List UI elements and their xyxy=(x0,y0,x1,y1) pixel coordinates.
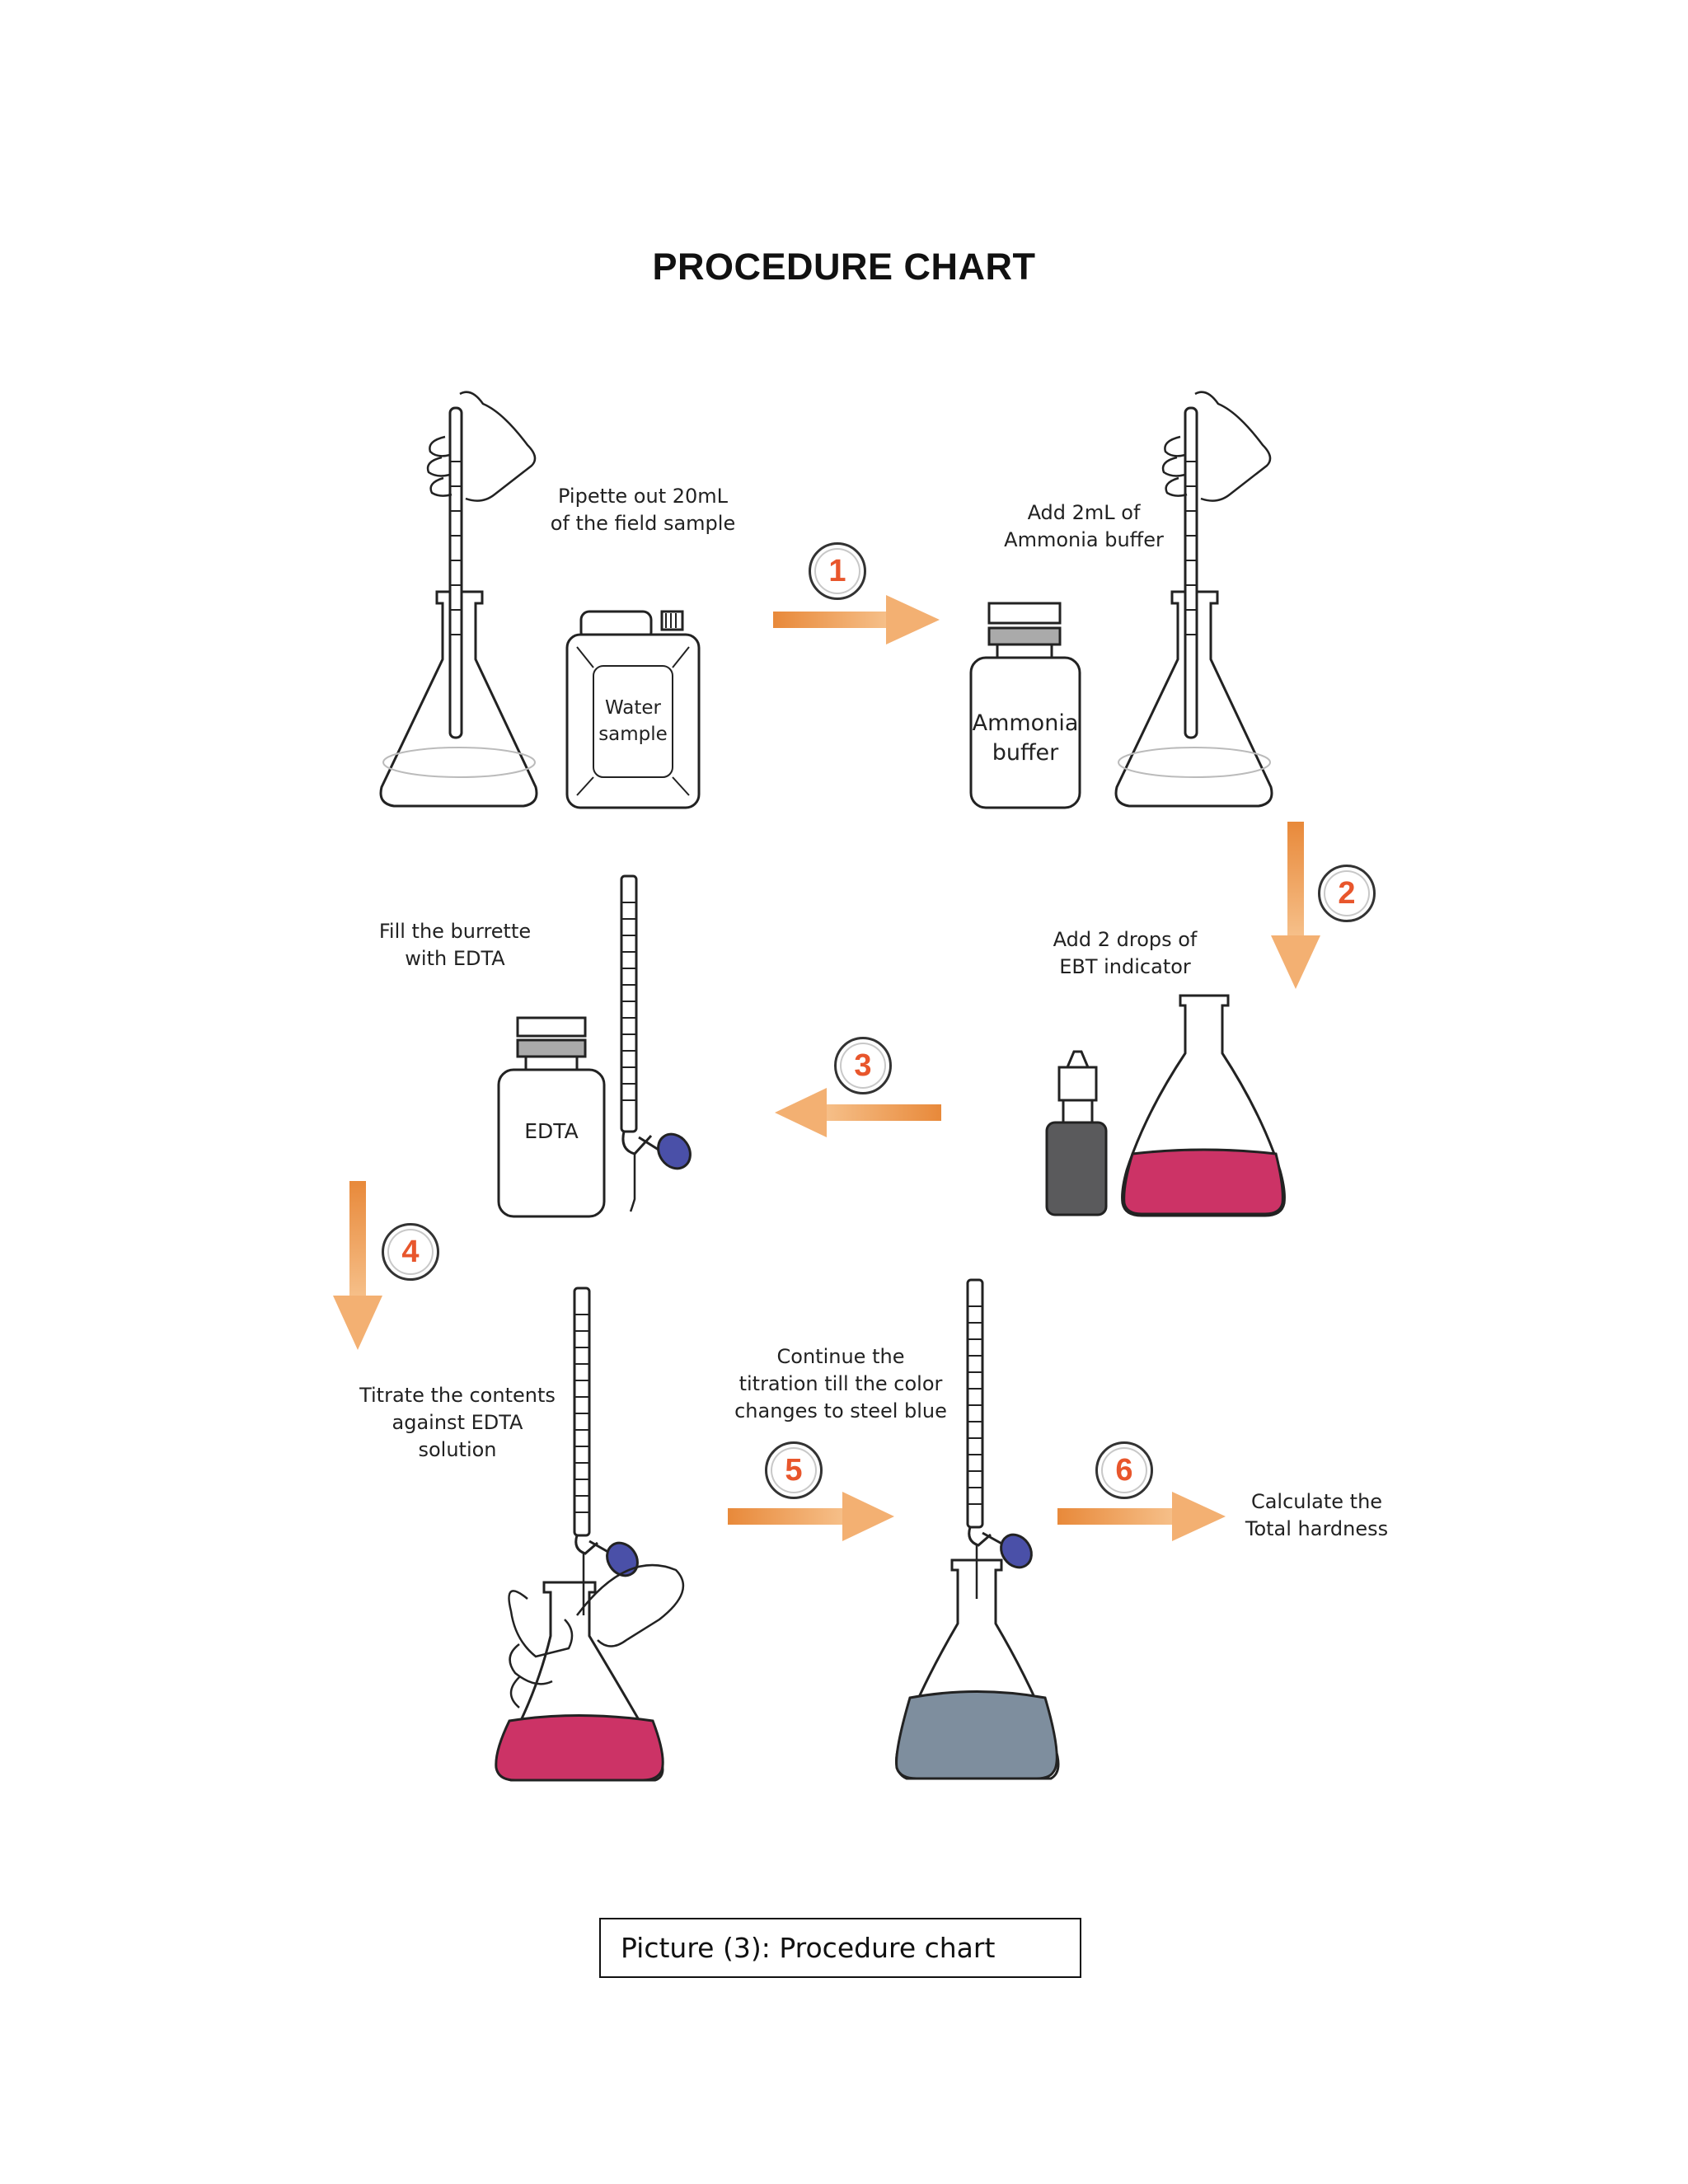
arrow-5 xyxy=(728,1492,894,1541)
arrow-4 xyxy=(333,1181,382,1350)
arrow-3 xyxy=(775,1088,941,1137)
ebt-indicator-bottle xyxy=(1045,1050,1108,1216)
step-number-5: 5 xyxy=(765,1441,823,1499)
water-sample-label: Water sample xyxy=(598,697,668,745)
arrow-1 xyxy=(773,595,940,644)
burette-row2 xyxy=(620,874,692,1212)
step-number-2: 2 xyxy=(1318,865,1376,922)
water-sample-jug xyxy=(565,610,701,809)
step-label-ebt: Add 2 drops of EBT indicator xyxy=(1053,928,1198,978)
step-label-continue: Continue the titration till the color ch… xyxy=(734,1345,947,1422)
flask-with-pipette-1 xyxy=(379,391,538,808)
edta-bottle xyxy=(497,1016,606,1218)
ammonia-buffer-label: Ammonia buffer xyxy=(972,710,1079,766)
step-label-pipette: Pipette out 20mL of the field sample xyxy=(550,485,736,535)
step-number-4: 4 xyxy=(382,1223,439,1281)
arrow-2 xyxy=(1271,822,1320,989)
step-label-burette: Fill the burrette with EDTA xyxy=(378,920,532,970)
step-label-buffer: Add 2mL of Ammonia buffer xyxy=(1004,501,1164,551)
ammonia-buffer-bottle xyxy=(969,602,1081,809)
pink-flask-row2 xyxy=(1121,994,1286,1217)
chart-title: PROCEDURE CHART xyxy=(652,246,1036,288)
step-number-1: 1 xyxy=(809,542,866,600)
endpoint-setup xyxy=(895,1278,1060,1780)
titration-setup xyxy=(495,1286,685,1782)
step-label-calculate: Calculate the Total hardness xyxy=(1245,1490,1389,1540)
edta-bottle-label: EDTA xyxy=(524,1119,579,1143)
step-label-titrate: Titrate the contents against EDTA soluti… xyxy=(359,1384,556,1461)
figure-caption: Picture (3): Procedure chart xyxy=(599,1918,1081,1978)
arrow-6 xyxy=(1057,1492,1226,1541)
step-number-6: 6 xyxy=(1095,1441,1153,1499)
step-number-3: 3 xyxy=(834,1037,892,1094)
flask-with-pipette-2 xyxy=(1114,391,1273,808)
